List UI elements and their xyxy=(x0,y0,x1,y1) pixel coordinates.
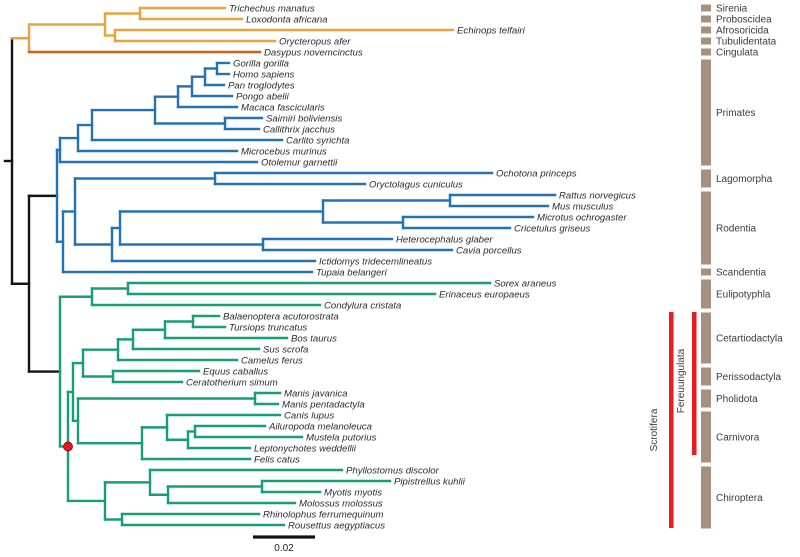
order-bar xyxy=(701,59,711,166)
clade-bar xyxy=(692,312,697,455)
tip-label: Balaenoptera acutorostrata xyxy=(223,311,339,322)
tip-label: Rousettus aegyptiacus xyxy=(288,520,385,531)
order-bar-label: Rodentia xyxy=(716,224,756,235)
clade-bar xyxy=(669,312,674,528)
tip-label: Mustela putorius xyxy=(306,432,377,443)
tip-label: Myotis myotis xyxy=(324,487,382,498)
order-bar-label: Tubulidentata xyxy=(716,37,777,48)
tip-label: Tursiops truncatus xyxy=(229,322,307,333)
order-bar-label: Scandentia xyxy=(716,268,766,279)
tip-label: Microtus ochrogaster xyxy=(537,212,627,223)
tip-label: Erinaceus europaeus xyxy=(439,289,530,300)
order-bar-label: Primates xyxy=(716,108,755,119)
order-bar xyxy=(701,279,711,309)
tip-label: Macaca fascicularis xyxy=(241,102,325,113)
tip-label: Tupaia belangeri xyxy=(316,267,388,278)
tip-label: Sus scrofa xyxy=(263,344,308,355)
tip-label: Otolemur garnettii xyxy=(261,157,338,168)
order-bar-label: Cingulata xyxy=(716,48,759,59)
tip-label: Microcebus murinus xyxy=(241,146,327,157)
tip-label: Ictidomys tridecemlineatus xyxy=(319,256,432,267)
order-bar xyxy=(701,191,711,265)
order-bar xyxy=(701,466,711,529)
tip-label: Bos taurus xyxy=(291,333,337,344)
order-bar-label: Perissodactyla xyxy=(716,372,781,383)
order-bar xyxy=(701,367,711,386)
tip-label: Leptonychotes weddellii xyxy=(254,443,357,454)
tip-label: Pipistrellus kuhlii xyxy=(394,476,466,487)
order-bar-label: Eulipotyphla xyxy=(716,290,771,301)
scale-bar-label: 0.02 xyxy=(274,543,294,554)
order-bar-label: Pholidota xyxy=(716,394,758,405)
tip-label: Camelus ferus xyxy=(241,355,303,366)
order-bar xyxy=(701,169,711,188)
tip-label: Oryctolagus cuniculus xyxy=(369,179,463,190)
order-bar-label: Sirenia xyxy=(716,4,748,15)
tip-label: Manis pentadactyla xyxy=(282,399,365,410)
tip-label: Dasypus novemcinctus xyxy=(264,47,363,58)
order-bar xyxy=(701,4,711,12)
tip-label: Felis catus xyxy=(254,454,300,465)
tip-label: Rhinolophus ferrumequinum xyxy=(263,509,384,520)
order-bar-label: Lagomorpha xyxy=(716,174,773,185)
tip-label: Saimiri boliviensis xyxy=(266,113,342,124)
scrotifera-node-dot xyxy=(63,441,73,452)
clade-bar-label: Scrotifera xyxy=(649,408,660,451)
tip-label: Manis javanica xyxy=(284,388,347,399)
tip-label: Sorex araneus xyxy=(494,278,557,289)
order-bar-label: Proboscidea xyxy=(716,15,772,26)
order-bar-label: Afrosoricida xyxy=(716,26,769,37)
tip-label: Homo sapiens xyxy=(233,69,295,80)
tip-label: Rattus norvegicus xyxy=(559,190,636,201)
tip-label: Orycteropus afer xyxy=(279,36,351,47)
tip-label: Molossus molossus xyxy=(299,498,383,509)
tip-label: Echinops telfairi xyxy=(457,25,526,36)
tip-label: Cricetulus griseus xyxy=(514,223,590,234)
tip-label: Callithrix jacchus xyxy=(263,124,335,135)
order-bar xyxy=(701,411,711,463)
tip-label: Gorilla gorilla xyxy=(233,58,289,69)
order-bar xyxy=(701,389,711,408)
tip-label: Mus musculus xyxy=(552,201,614,212)
tip-label: Ailuropoda melanoleuca xyxy=(268,421,372,432)
tip-label: Cavia porcellus xyxy=(456,245,522,256)
tip-label: Pan troglodytes xyxy=(228,80,295,91)
tip-label: Heterocephalus glaber xyxy=(396,234,493,245)
order-bar xyxy=(701,48,711,56)
tip-label: Ochotona princeps xyxy=(496,168,577,179)
order-bar-label: Chiroptera xyxy=(716,493,763,504)
tip-label: Carlito syrichta xyxy=(286,135,349,146)
tip-label: Condylura cristata xyxy=(324,300,401,311)
order-bar xyxy=(701,37,711,45)
order-bar xyxy=(701,15,711,23)
tip-label: Trichechus manatus xyxy=(229,3,315,14)
tip-label: Phyllostomus discolor xyxy=(346,465,440,476)
tip-label: Pongo abelii xyxy=(236,91,290,102)
order-bar xyxy=(701,26,711,34)
tip-label: Equus caballus xyxy=(203,366,268,377)
order-bar xyxy=(701,312,711,364)
tip-label: Ceratotherium simum xyxy=(186,377,278,388)
tip-label: Loxodonta africana xyxy=(246,14,328,25)
order-bar-label: Carnivora xyxy=(716,433,760,444)
order-bar xyxy=(701,268,711,276)
clade-bar-label: Fereuungulata xyxy=(676,348,687,413)
tip-label: Canis lupus xyxy=(284,410,334,421)
scale-bar xyxy=(253,535,315,539)
order-bar-label: Cetartiodactyla xyxy=(716,334,783,345)
